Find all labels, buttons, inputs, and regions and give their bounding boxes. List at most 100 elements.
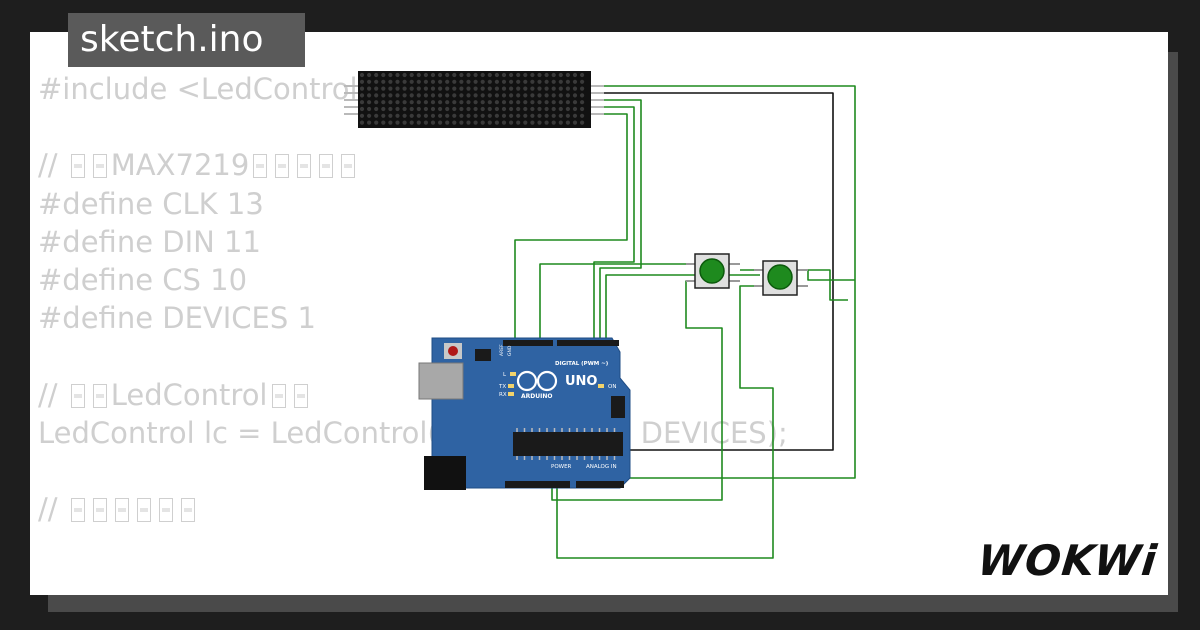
matrix-led bbox=[580, 86, 585, 91]
matrix-led bbox=[509, 120, 514, 125]
matrix-led bbox=[516, 93, 521, 98]
analog-header-label: ANALOG IN bbox=[586, 464, 617, 470]
comment-marker: // bbox=[38, 492, 58, 527]
matrix-led bbox=[374, 120, 379, 125]
matrix-led bbox=[544, 79, 549, 84]
matrix-led bbox=[565, 106, 571, 112]
code-line-9: // LedControl bbox=[38, 376, 788, 414]
matrix-led bbox=[438, 72, 443, 78]
matrix-led bbox=[487, 113, 492, 118]
matrix-led bbox=[537, 93, 542, 98]
matrix-body bbox=[358, 71, 591, 128]
matrix-led bbox=[530, 79, 535, 84]
matrix-led bbox=[487, 79, 492, 84]
matrix-led bbox=[359, 113, 365, 118]
matrix-led bbox=[423, 113, 428, 118]
matrix-led bbox=[558, 79, 563, 84]
matrix-led bbox=[565, 86, 571, 91]
matrix-led bbox=[551, 113, 556, 118]
matrix-led bbox=[388, 120, 393, 125]
matrix-led bbox=[409, 93, 414, 98]
matrix-led bbox=[494, 120, 499, 125]
matrix-led bbox=[551, 100, 556, 105]
button-cap[interactable] bbox=[699, 258, 725, 284]
matrix-led bbox=[445, 79, 450, 84]
matrix-led bbox=[381, 79, 386, 84]
matrix-led bbox=[565, 100, 571, 105]
matrix-led bbox=[367, 72, 372, 78]
push-button-1[interactable] bbox=[686, 253, 740, 289]
arduino-uno-board[interactable]: UNO ARDUINO DIGITAL (PWM ~) POWER ANALOG… bbox=[418, 337, 631, 490]
matrix-led bbox=[395, 120, 400, 125]
matrix-led bbox=[572, 100, 578, 105]
wires bbox=[514, 85, 856, 559]
matrix-led-grid bbox=[359, 72, 585, 125]
button-cap[interactable] bbox=[767, 264, 793, 290]
matrix-led bbox=[409, 79, 414, 84]
matrix-led bbox=[501, 120, 507, 125]
matrix-led bbox=[558, 113, 563, 118]
header-power bbox=[505, 481, 570, 488]
matrix-led bbox=[487, 93, 492, 98]
matrix-led bbox=[359, 72, 365, 78]
matrix-led bbox=[374, 106, 379, 112]
matrix-led bbox=[509, 79, 514, 84]
matrix-led bbox=[494, 72, 499, 78]
matrix-led bbox=[367, 79, 372, 84]
matrix-led bbox=[473, 72, 478, 78]
usb-port bbox=[418, 362, 464, 400]
matrix-led bbox=[523, 79, 528, 84]
matrix-led bbox=[530, 93, 535, 98]
matrix-led bbox=[402, 106, 407, 112]
matrix-led bbox=[388, 93, 393, 98]
matrix-led bbox=[509, 93, 514, 98]
matrix-led bbox=[537, 100, 542, 105]
matrix-led bbox=[473, 86, 478, 91]
file-tab[interactable]: sketch.ino bbox=[68, 13, 305, 67]
matrix-led bbox=[416, 100, 421, 105]
code-line-3: // MAX7219 bbox=[38, 146, 788, 184]
aref-pin-label: AREF bbox=[499, 344, 505, 356]
matrix-led bbox=[551, 79, 556, 84]
comment-marker: // bbox=[38, 148, 58, 183]
missing-glyph-icon bbox=[253, 154, 268, 179]
matrix-led bbox=[423, 79, 428, 84]
wire-clk bbox=[514, 113, 628, 345]
matrix-led bbox=[473, 100, 478, 105]
matrix-led bbox=[487, 100, 492, 105]
missing-glyph-icon bbox=[319, 154, 334, 179]
matrix-led bbox=[558, 106, 563, 112]
matrix-led bbox=[374, 113, 379, 118]
matrix-led bbox=[466, 120, 471, 125]
matrix-led bbox=[423, 120, 428, 125]
matrix-led bbox=[473, 93, 478, 98]
led-matrix[interactable] bbox=[344, 71, 604, 128]
missing-glyph-icon bbox=[92, 154, 107, 179]
matrix-led bbox=[374, 86, 379, 91]
reset-button-cap[interactable] bbox=[448, 346, 458, 356]
matrix-led bbox=[374, 100, 379, 105]
matrix-led bbox=[565, 72, 571, 78]
comment-text: MAX7219 bbox=[110, 148, 250, 183]
matrix-led bbox=[509, 86, 514, 91]
header-right bbox=[557, 340, 619, 346]
push-button-2[interactable] bbox=[754, 260, 808, 296]
l-led bbox=[510, 372, 516, 376]
board-model: UNO bbox=[565, 374, 598, 389]
missing-glyph-icon bbox=[136, 498, 151, 523]
matrix-led bbox=[544, 86, 549, 91]
matrix-led bbox=[487, 120, 492, 125]
matrix-led bbox=[537, 113, 542, 118]
matrix-led bbox=[480, 72, 485, 78]
wire-din bbox=[599, 99, 642, 345]
gnd-pin-label: GND bbox=[507, 345, 513, 356]
comment-text: LedControl bbox=[110, 377, 268, 412]
matrix-led bbox=[359, 120, 365, 125]
matrix-led bbox=[409, 106, 414, 112]
code-line-5: #define DIN 11 bbox=[38, 224, 261, 259]
tx-led bbox=[508, 384, 514, 388]
matrix-led bbox=[395, 86, 400, 91]
atmega-chip bbox=[513, 432, 623, 456]
missing-glyph-icon bbox=[92, 498, 107, 523]
matrix-led bbox=[416, 120, 421, 125]
